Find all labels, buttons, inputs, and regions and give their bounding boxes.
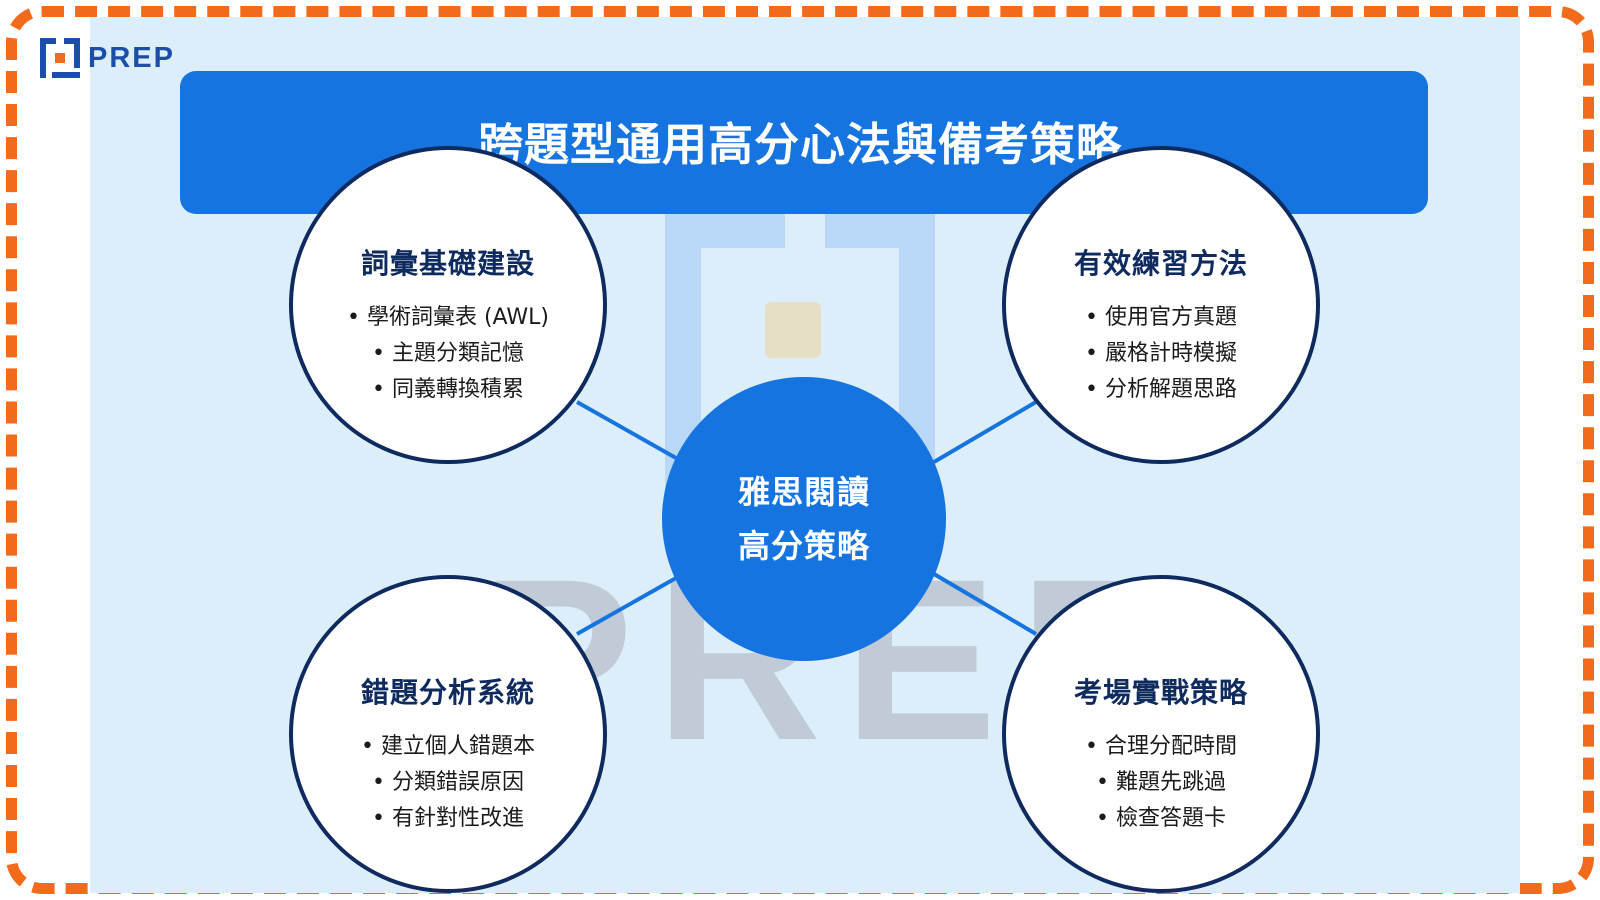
connector-bottom-left — [576, 576, 677, 636]
list-item: 使用官方真題 — [1006, 300, 1316, 336]
brand-name: PREP — [88, 41, 175, 74]
prep-logo-icon — [40, 38, 80, 78]
list-item: 嚴格計時模擬 — [1006, 336, 1316, 372]
node-list: 使用官方真題 嚴格計時模擬 分析解題思路 — [1006, 300, 1316, 408]
center-title-line-2: 高分策略 — [737, 527, 870, 565]
node-title: 考場實戰策略 — [1073, 676, 1248, 709]
node-title: 錯題分析系統 — [360, 676, 535, 709]
node-exam-strategy: 考場實戰策略 合理分配時間 難題先跳過 檢查答題卡 — [1002, 575, 1320, 893]
connector-top-right — [932, 400, 1038, 464]
list-item: 難題先跳過 — [1006, 765, 1316, 801]
center-title-line-1: 雅思閱讀 — [737, 473, 870, 511]
node-practice: 有效練習方法 使用官方真題 嚴格計時模擬 分析解題思路 — [1002, 146, 1320, 464]
node-error-analysis: 錯題分析系統 建立個人錯題本 分類錯誤原因 有針對性改進 — [289, 575, 607, 893]
connector-bottom-right — [932, 572, 1038, 636]
node-list: 合理分配時間 難題先跳過 檢查答題卡 — [1006, 729, 1316, 837]
list-item: 有針對性改進 — [293, 801, 603, 837]
list-item: 合理分配時間 — [1006, 729, 1316, 765]
brand-logo: PREP — [40, 38, 175, 78]
node-list: 建立個人錯題本 分類錯誤原因 有針對性改進 — [293, 729, 603, 837]
connector-top-left — [576, 400, 677, 460]
list-item: 分類錯誤原因 — [293, 765, 603, 801]
list-item: 主題分類記憶 — [293, 336, 603, 372]
node-title: 有效練習方法 — [1073, 247, 1248, 280]
watermark-logo-icon — [665, 212, 935, 542]
center-node: 雅思閱讀 高分策略 — [662, 377, 946, 661]
page-title: 跨題型通用高分心法與備考策略 — [477, 118, 1122, 171]
list-item: 同義轉換積累 — [293, 372, 603, 408]
list-item: 檢查答題卡 — [1006, 801, 1316, 837]
list-item: 學術詞彙表 (AWL) — [293, 300, 603, 336]
list-item: 建立個人錯題本 — [293, 729, 603, 765]
node-title: 詞彙基礎建設 — [360, 247, 535, 280]
node-vocabulary: 詞彙基礎建設 學術詞彙表 (AWL) 主題分類記憶 同義轉換積累 — [289, 146, 607, 464]
list-item: 分析解題思路 — [1006, 372, 1316, 408]
node-list: 學術詞彙表 (AWL) 主題分類記憶 同義轉換積累 — [293, 300, 603, 408]
